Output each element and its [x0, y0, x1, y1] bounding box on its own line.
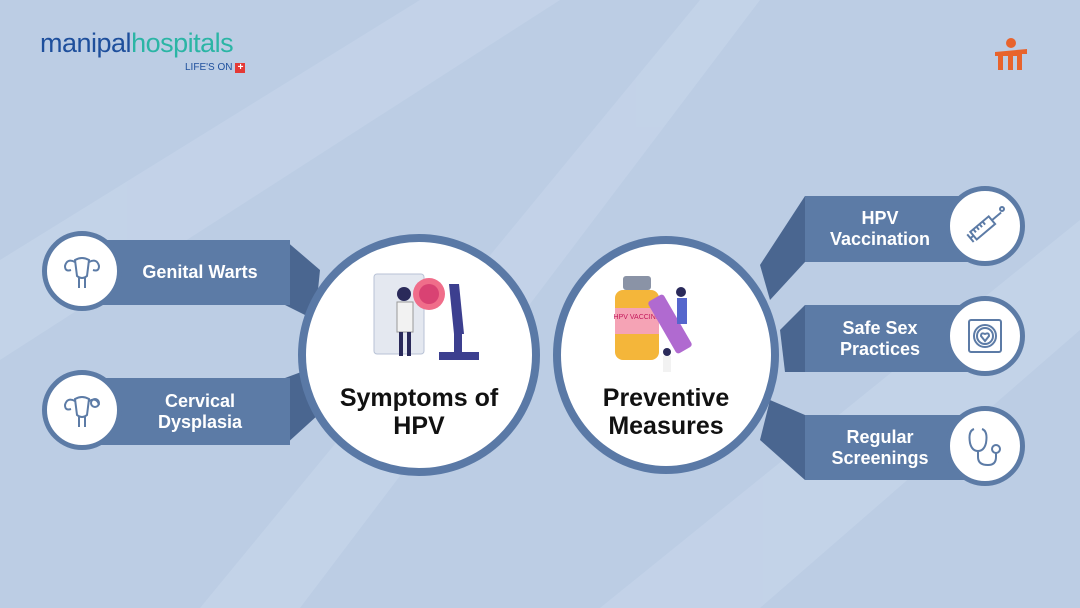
- hub-title-line1: Symptoms of: [339, 384, 499, 412]
- vaccine-illustration: HPV VACCINE: [614, 276, 692, 372]
- cross-icon: +: [235, 62, 246, 73]
- symptom-label: Cervical Dysplasia: [157, 390, 243, 432]
- logo-text-manipal: manipal: [40, 28, 132, 58]
- measure-label: Regular Screenings: [831, 426, 929, 468]
- logo-tagline: LIFE'S ON+: [185, 62, 246, 73]
- syringe-icon: [945, 186, 1025, 266]
- manipal-logo: manipalhospitals: [40, 28, 234, 59]
- hub-title-line2: Measures: [608, 412, 724, 440]
- vial-label: HPV VACCINE: [614, 314, 661, 321]
- measure-safe-sex-practices: Safe Sex Practices: [805, 305, 975, 372]
- microscope-illustration: [373, 273, 479, 360]
- uterus-affected-icon: [42, 370, 122, 450]
- stethoscope-icon: [945, 406, 1025, 486]
- hub-title-line1: Preventive: [602, 384, 730, 412]
- measure-label: Safe Sex Practices: [839, 317, 921, 359]
- brand-mark-icon: [995, 38, 1027, 70]
- symptom-label: Genital Warts: [142, 262, 258, 282]
- logo-text-hospitals: hospitals: [131, 28, 234, 58]
- condom-icon: [945, 296, 1025, 376]
- measure-label: HPV Vaccination: [829, 208, 931, 249]
- uterus-icon: [42, 231, 122, 311]
- hub-title-line2: HPV: [393, 412, 445, 440]
- tagline-text: LIFE'S ON: [185, 62, 233, 73]
